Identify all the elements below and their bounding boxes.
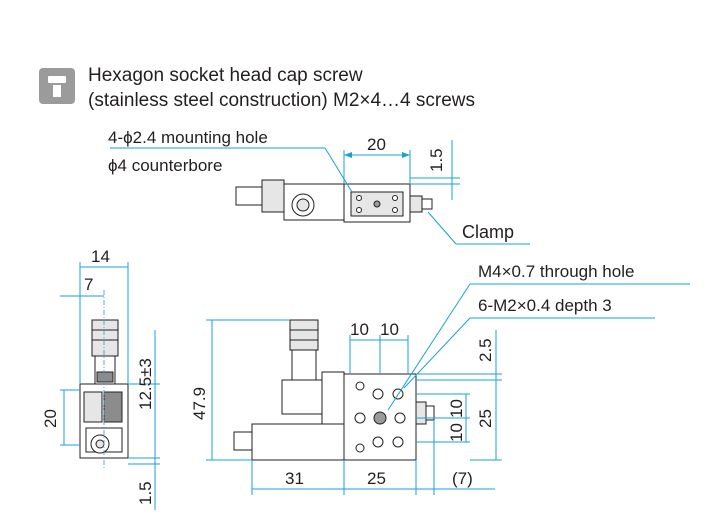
dim-side-travel: 12.5±3 bbox=[136, 358, 155, 410]
dim-side-height: 20 bbox=[41, 409, 60, 428]
front-view: 47.9 10 10 2.5 10 10 25 31 25 (7) M4×0.7 bbox=[190, 262, 690, 495]
clamp-knob bbox=[409, 195, 423, 213]
label-through-hole: M4×0.7 through hole bbox=[478, 262, 634, 281]
label-counterbore: ϕ4 counterbore bbox=[108, 156, 222, 175]
dim-base-left: 31 bbox=[285, 469, 304, 488]
dim-top-height: 1.5 bbox=[427, 148, 446, 172]
dim-front-top: 2.5 bbox=[476, 338, 495, 362]
dim-side-half: 7 bbox=[84, 275, 93, 294]
dim-pitch-y1: 10 bbox=[447, 399, 466, 418]
top-mounting-hole bbox=[356, 195, 362, 201]
dim-base-right: (7) bbox=[452, 469, 473, 488]
top-mounting-hole bbox=[392, 207, 398, 213]
front-clamp-knob bbox=[415, 401, 427, 425]
dim-pitch-x1: 10 bbox=[350, 320, 369, 339]
dim-top-width: 20 bbox=[367, 135, 386, 154]
front-base-block bbox=[251, 423, 345, 461]
screw-icon bbox=[39, 68, 75, 104]
label-mounting-hole: 4-ϕ2.4 mounting hole bbox=[108, 128, 268, 147]
dim-pitch-x2: 10 bbox=[380, 320, 399, 339]
note-line-1: Hexagon socket head cap screw bbox=[88, 65, 363, 86]
label-tapped-holes: 6-M2×0.4 depth 3 bbox=[478, 296, 612, 315]
top-micrometer-barrel bbox=[235, 186, 263, 206]
dim-side-width: 14 bbox=[91, 247, 110, 266]
top-view: 20 1.5 4-ϕ2.4 mounting hole ϕ4 counterbo… bbox=[108, 128, 530, 245]
front-through-hole bbox=[373, 411, 387, 425]
dim-stage-size: 25 bbox=[476, 409, 495, 428]
front-micrometer-barrel bbox=[291, 349, 317, 381]
top-micrometer-thimble bbox=[261, 179, 285, 213]
front-micrometer-thimble bbox=[289, 319, 319, 351]
dim-side-bottom: 1.5 bbox=[136, 481, 155, 505]
front-tapped-hole bbox=[355, 381, 365, 391]
side-micrometer-thimble bbox=[91, 319, 119, 357]
label-clamp: Clamp bbox=[462, 222, 514, 242]
note-line-2: (stainless steel construction) M2×4…4 sc… bbox=[88, 90, 475, 111]
dim-front-height: 47.9 bbox=[190, 387, 209, 420]
dim-pitch-y2: 10 bbox=[447, 423, 466, 442]
top-mounting-hole bbox=[392, 195, 398, 201]
top-mounting-hole bbox=[356, 207, 362, 213]
dim-base-width: 25 bbox=[367, 469, 386, 488]
side-view: 14 7 20 12.5±3 1.5 bbox=[41, 247, 160, 510]
